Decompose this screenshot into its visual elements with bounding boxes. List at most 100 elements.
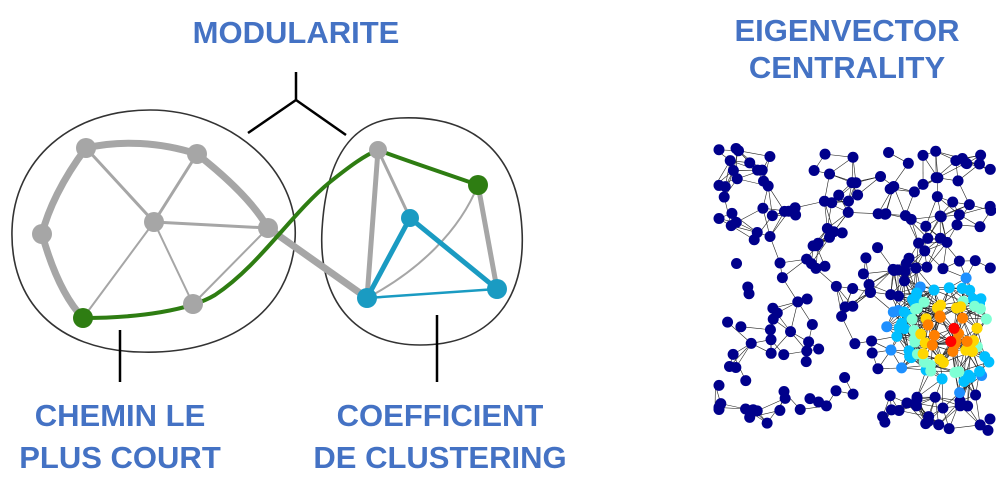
network-node bbox=[803, 336, 815, 348]
network-node bbox=[713, 144, 725, 156]
network-node bbox=[801, 293, 813, 305]
network-node bbox=[982, 424, 994, 436]
network-node bbox=[949, 367, 961, 379]
network-node bbox=[969, 300, 981, 312]
network-node bbox=[956, 282, 968, 294]
teal-node-top bbox=[401, 209, 419, 227]
network-node bbox=[790, 209, 802, 221]
network-node bbox=[819, 260, 831, 272]
network-node bbox=[810, 262, 822, 274]
network-node bbox=[901, 397, 913, 409]
network-node bbox=[953, 209, 965, 221]
network-node bbox=[830, 280, 842, 292]
network-node bbox=[943, 423, 955, 435]
network-node bbox=[960, 272, 972, 284]
network-node bbox=[806, 319, 818, 331]
network-node bbox=[898, 275, 910, 287]
network-node bbox=[804, 393, 816, 405]
network-node bbox=[951, 302, 963, 314]
network-node bbox=[917, 348, 929, 360]
network-node bbox=[896, 362, 908, 374]
network-node bbox=[860, 252, 872, 264]
eigenvector-network bbox=[713, 142, 996, 436]
network-node bbox=[765, 334, 777, 346]
network-node bbox=[893, 405, 905, 417]
network-node bbox=[951, 219, 963, 231]
network-node bbox=[778, 349, 790, 361]
network-node bbox=[731, 173, 743, 185]
network-node bbox=[935, 211, 947, 223]
eigenvector-label-line2: CENTRALITY bbox=[748, 50, 946, 86]
network-node bbox=[899, 323, 911, 335]
network-node bbox=[872, 242, 884, 254]
network-node bbox=[891, 330, 903, 342]
network-node bbox=[872, 363, 884, 375]
network-node bbox=[933, 419, 945, 431]
clustering-label-line1: COEFFICIENT bbox=[336, 398, 544, 433]
network-node bbox=[764, 150, 776, 162]
clustering-triangle bbox=[364, 216, 499, 300]
network-node bbox=[800, 356, 812, 368]
network-node bbox=[884, 183, 896, 195]
network-node bbox=[954, 395, 966, 407]
network-node bbox=[735, 321, 747, 333]
network-node bbox=[960, 344, 972, 356]
network-node bbox=[776, 272, 788, 284]
network-node bbox=[936, 373, 948, 385]
network-node bbox=[740, 375, 752, 387]
network-node bbox=[930, 145, 942, 157]
network-node bbox=[945, 336, 957, 348]
network-node bbox=[813, 343, 825, 355]
clustering-label: COEFFICIENT DE CLUSTERING bbox=[290, 395, 590, 479]
network-node bbox=[954, 387, 966, 399]
network-node bbox=[801, 345, 813, 357]
network-node bbox=[756, 164, 768, 176]
gray-nodes bbox=[32, 138, 387, 314]
network-node bbox=[926, 339, 938, 351]
network-node bbox=[785, 326, 797, 338]
shortest-path-label-line2: PLUS COURT bbox=[19, 440, 221, 476]
network-node bbox=[985, 204, 996, 216]
network-node bbox=[718, 191, 730, 203]
network-node bbox=[984, 163, 996, 175]
network-node bbox=[875, 170, 887, 182]
shortest-path-line bbox=[82, 147, 479, 320]
network-node bbox=[762, 180, 774, 192]
green-node-start bbox=[73, 308, 93, 328]
network-node bbox=[826, 197, 838, 209]
network-node bbox=[975, 149, 987, 161]
network-node bbox=[833, 189, 845, 201]
network-node bbox=[899, 265, 911, 277]
network-node bbox=[908, 186, 920, 198]
network-node bbox=[722, 316, 734, 328]
network-node bbox=[824, 231, 836, 243]
network-node bbox=[924, 359, 936, 371]
network-node bbox=[727, 348, 739, 360]
network-node bbox=[979, 351, 991, 363]
network-node bbox=[824, 168, 836, 180]
network-node bbox=[961, 335, 973, 347]
network-node bbox=[761, 417, 773, 429]
network-node bbox=[918, 296, 930, 308]
network-node bbox=[757, 202, 769, 214]
network-node bbox=[941, 236, 953, 248]
network-node bbox=[910, 262, 922, 274]
network-node bbox=[934, 311, 946, 323]
network-node bbox=[917, 178, 929, 190]
network-node bbox=[774, 404, 786, 416]
network-node bbox=[792, 296, 804, 308]
shortest-path-label-line1: CHEMIN LE bbox=[34, 398, 206, 433]
network-node bbox=[843, 195, 855, 207]
network-node bbox=[911, 303, 923, 315]
network-node bbox=[928, 284, 940, 296]
network-node bbox=[921, 261, 933, 273]
network-node bbox=[885, 344, 897, 356]
network-node bbox=[917, 149, 929, 161]
network-node bbox=[866, 335, 878, 347]
network-node bbox=[724, 155, 736, 167]
network-node bbox=[713, 379, 725, 391]
network-node bbox=[963, 369, 975, 381]
network-node bbox=[974, 366, 986, 378]
network-node bbox=[744, 157, 756, 169]
